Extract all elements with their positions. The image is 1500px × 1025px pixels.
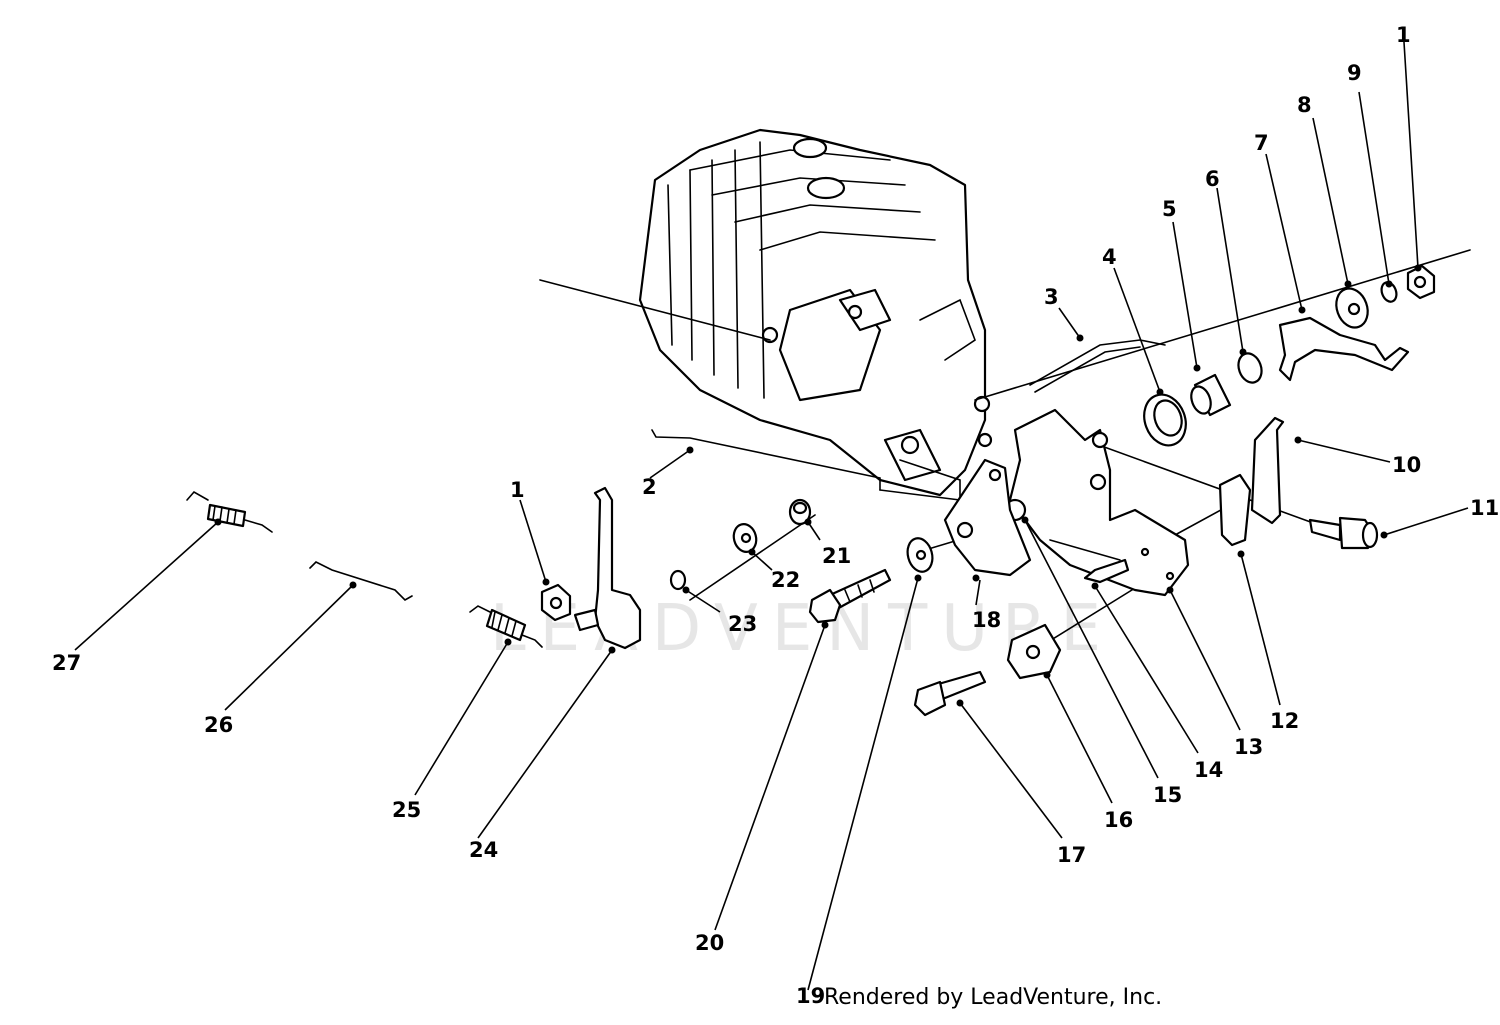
callout-5: 5 (1162, 197, 1177, 221)
washer-22 (732, 523, 758, 553)
link-rod (651, 429, 881, 491)
bushing (1190, 373, 1232, 417)
callout-4: 4 (1102, 245, 1117, 269)
throttle-lever (573, 486, 642, 650)
nut-21 (788, 498, 812, 526)
washer-23 (669, 569, 687, 591)
callout-1-top: 1 (1396, 23, 1411, 47)
callout-labels: 1 9 8 7 6 5 4 3 2 10 11 12 13 14 15 16 1… (52, 23, 1499, 1008)
bushing-spring (1143, 393, 1187, 447)
governor-shaft (1029, 339, 1166, 393)
spring-25 (469, 605, 543, 648)
callout-11: 11 (1470, 496, 1499, 520)
callout-7: 7 (1254, 131, 1269, 155)
callout-27: 27 (52, 651, 81, 675)
callout-6: 6 (1205, 167, 1220, 191)
callout-3: 3 (1044, 285, 1059, 309)
callout-2: 2 (642, 475, 657, 499)
control-plate (1008, 408, 1190, 597)
washer-8 (1335, 287, 1369, 329)
governor-lever (1278, 316, 1410, 382)
bolt-11 (1308, 516, 1379, 550)
retaining-ring (1237, 352, 1263, 384)
callout-19: 19 (796, 984, 825, 1008)
engine-block (638, 128, 993, 501)
bracket-10 (1250, 416, 1285, 525)
clip-12 (1218, 473, 1252, 547)
callout-18: 18 (972, 608, 1001, 632)
nut-top (1406, 264, 1436, 300)
callout-10: 10 (1392, 453, 1421, 477)
callout-22: 22 (771, 568, 800, 592)
callout-16: 16 (1104, 808, 1133, 832)
callout-15: 15 (1153, 783, 1182, 807)
callout-14: 14 (1194, 758, 1223, 782)
callout-13: 13 (1234, 735, 1263, 759)
callout-21: 21 (822, 544, 851, 568)
nut-lower (540, 583, 572, 622)
spring-27 (186, 490, 273, 533)
bolt-20 (808, 568, 892, 624)
callout-24: 24 (469, 838, 498, 862)
callout-26: 26 (204, 713, 233, 737)
callout-17: 17 (1057, 843, 1086, 867)
lock-washer (1380, 281, 1398, 303)
leader-lines (74, 41, 1469, 991)
callout-23: 23 (728, 612, 757, 636)
callout-25: 25 (392, 798, 421, 822)
callout-8: 8 (1297, 93, 1312, 117)
callout-1-lower: 1 (510, 478, 525, 502)
screw-14 (1083, 558, 1130, 584)
bolt-17 (913, 670, 987, 717)
callout-9: 9 (1347, 61, 1362, 85)
callout-20: 20 (695, 931, 724, 955)
lever-18 (943, 458, 1032, 577)
nut-plate (1006, 623, 1062, 680)
washer-19 (906, 537, 934, 573)
callout-12: 12 (1270, 709, 1299, 733)
credit-text: Rendered by LeadVenture, Inc. (824, 985, 1163, 1010)
link-26 (309, 561, 413, 601)
watermark: LEADVENTURE (490, 592, 1115, 666)
